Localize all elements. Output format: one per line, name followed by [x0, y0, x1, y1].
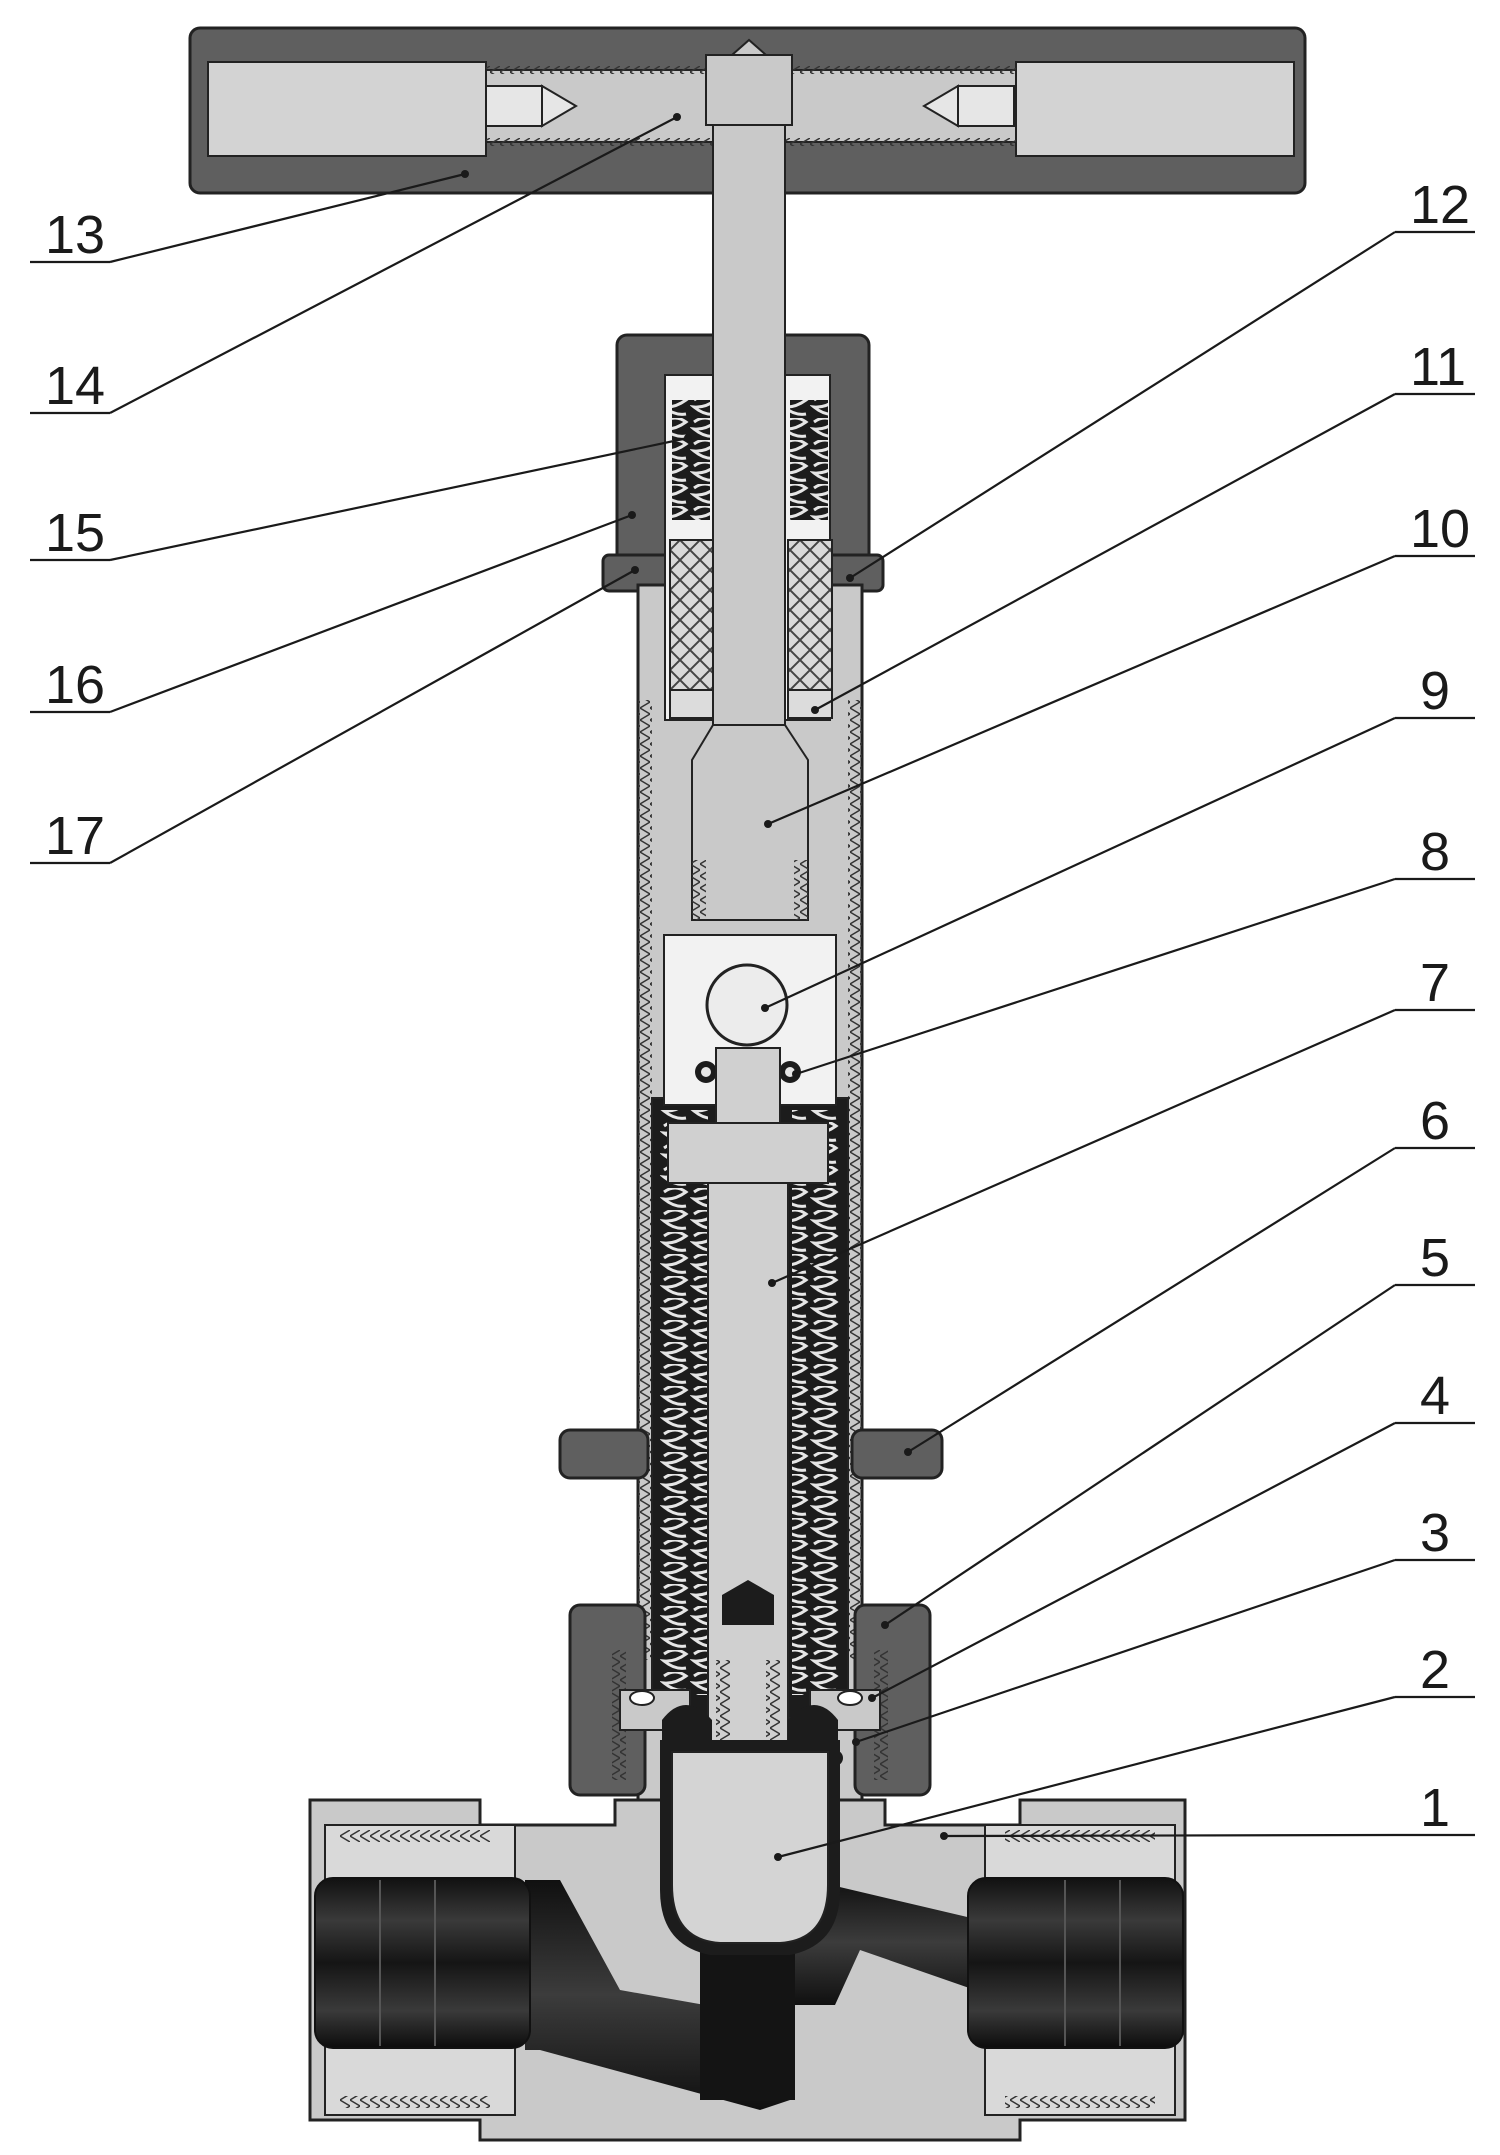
callout-label-11: 11 [1410, 337, 1466, 397]
callout-16: 16 [30, 511, 636, 715]
callout-7: 7 [768, 953, 1475, 1287]
callout-9: 9 [761, 661, 1475, 1012]
lock-nut [558, 1428, 944, 1480]
t-handle [188, 26, 1307, 195]
callout-1: 1 [940, 1778, 1475, 1840]
callout-label-14: 14 [45, 356, 105, 416]
stem [691, 38, 809, 921]
callouts: 13 14 15 16 17 [30, 113, 1475, 1861]
callout-label-12: 12 [1410, 175, 1470, 235]
callout-label-16: 16 [45, 655, 105, 715]
callout-label-1: 1 [1420, 1778, 1450, 1838]
callout-label-3: 3 [1420, 1503, 1450, 1563]
callout-label-15: 15 [45, 503, 105, 563]
callout-5: 5 [881, 1228, 1475, 1629]
ball [705, 963, 789, 1047]
callout-2: 2 [774, 1640, 1475, 1861]
callout-6: 6 [904, 1091, 1475, 1456]
seat-assembly [619, 1689, 881, 1955]
callout-label-10: 10 [1410, 499, 1470, 559]
callout-3: 3 [852, 1503, 1475, 1746]
callout-label-13: 13 [45, 205, 105, 265]
callout-label-9: 9 [1420, 661, 1450, 721]
callout-label-7: 7 [1420, 953, 1450, 1013]
callout-label-17: 17 [45, 806, 105, 866]
callout-11: 11 [811, 337, 1475, 714]
callout-10: 10 [764, 499, 1475, 828]
callout-label-8: 8 [1420, 822, 1450, 882]
callout-15: 15 [30, 434, 692, 563]
callout-8: 8 [792, 822, 1475, 1078]
callout-12: 12 [846, 175, 1475, 582]
flow-channels [314, 1877, 1184, 2110]
callout-17: 17 [30, 566, 639, 866]
callout-4: 4 [868, 1366, 1475, 1702]
callout-13: 13 [30, 170, 469, 265]
callout-label-5: 5 [1420, 1228, 1450, 1288]
callout-label-6: 6 [1420, 1091, 1450, 1151]
union-nut [568, 1603, 932, 1797]
callout-label-2: 2 [1420, 1640, 1450, 1700]
callout-label-4: 4 [1420, 1366, 1450, 1426]
callout-14: 14 [30, 113, 681, 416]
